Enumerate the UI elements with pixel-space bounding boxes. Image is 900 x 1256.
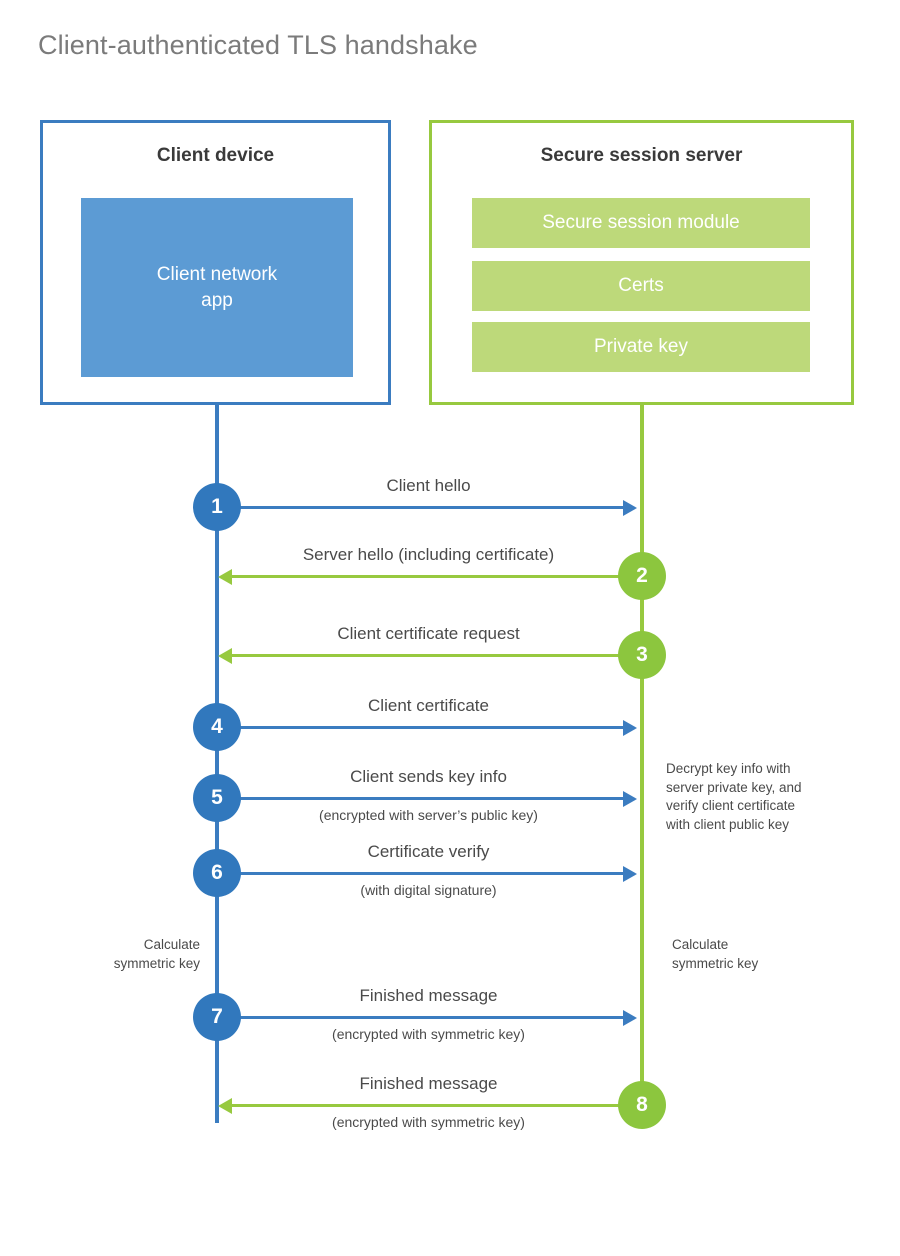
message-label: Client sends key info (350, 767, 507, 786)
arrow-line (217, 1016, 623, 1019)
message-label: Client hello (386, 476, 471, 495)
message-label: Client certificate request (337, 624, 520, 643)
arrow-line (232, 575, 640, 578)
message-label: Certificate verify (367, 842, 490, 861)
arrow-head-icon (218, 569, 232, 585)
note-calculate-symmetric-key-server: Calculate symmetric key (672, 937, 759, 971)
step-circle-2[interactable]: 2 (618, 552, 666, 600)
server-component-label: Secure session module (542, 212, 740, 233)
server-component-certs: Certs (472, 261, 810, 311)
message-sublabel: (encrypted with server’s public key) (319, 807, 538, 823)
message-label: Client certificate (368, 696, 489, 715)
arrow-line (217, 797, 623, 800)
arrow-line (217, 726, 623, 729)
arrow-head-icon (623, 866, 637, 882)
client-device-title: Client device (156, 145, 275, 166)
server-component-label: Private key (594, 336, 688, 357)
arrow-line (217, 872, 623, 875)
arrow-head-icon (623, 1010, 637, 1026)
server-component-private-key: Private key (472, 322, 810, 372)
client-lifeline (215, 405, 219, 1123)
message-sublabel: (with digital signature) (360, 882, 497, 898)
arrow-line (232, 1104, 640, 1107)
server-component-label: Certs (618, 275, 664, 296)
server-component-secure-session-module: Secure session module (472, 198, 810, 248)
arrow-head-icon (623, 791, 637, 807)
arrow-head-icon (623, 720, 637, 736)
message-label: Finished message (359, 1074, 498, 1093)
client-device-box: Client device Client network app (40, 120, 391, 405)
arrow-head-icon (218, 648, 232, 664)
step-circle-6[interactable]: 6 (193, 849, 241, 897)
message-sublabel: (encrypted with symmetric key) (332, 1026, 525, 1042)
message-label: Finished message (359, 986, 498, 1005)
note-decrypt-key-info: Decrypt key info with server private key… (666, 761, 802, 832)
step-circle-4[interactable]: 4 (193, 703, 241, 751)
step-circle-7[interactable]: 7 (193, 993, 241, 1041)
arrow-head-icon (218, 1098, 232, 1114)
arrow-head-icon (623, 500, 637, 516)
note-calculate-symmetric-key-client: Calculate symmetric key (113, 937, 200, 971)
secure-session-server-box: Secure session server Secure session mod… (429, 120, 854, 405)
message-sublabel: (encrypted with symmetric key) (332, 1114, 525, 1130)
page-title: Client-authenticated TLS handshake (38, 30, 478, 60)
step-circle-1[interactable]: 1 (193, 483, 241, 531)
arrow-line (217, 506, 623, 509)
secure-session-server-title: Secure session server (540, 145, 743, 166)
step-circle-8[interactable]: 8 (618, 1081, 666, 1129)
step-circle-3[interactable]: 3 (618, 631, 666, 679)
client-network-app-label: Client network app (156, 263, 278, 311)
client-network-app-block: Client network app (81, 198, 353, 377)
arrow-line (232, 654, 640, 657)
server-lifeline (640, 405, 644, 1105)
message-label: Server hello (including certificate) (302, 545, 555, 564)
step-circle-5[interactable]: 5 (193, 774, 241, 822)
